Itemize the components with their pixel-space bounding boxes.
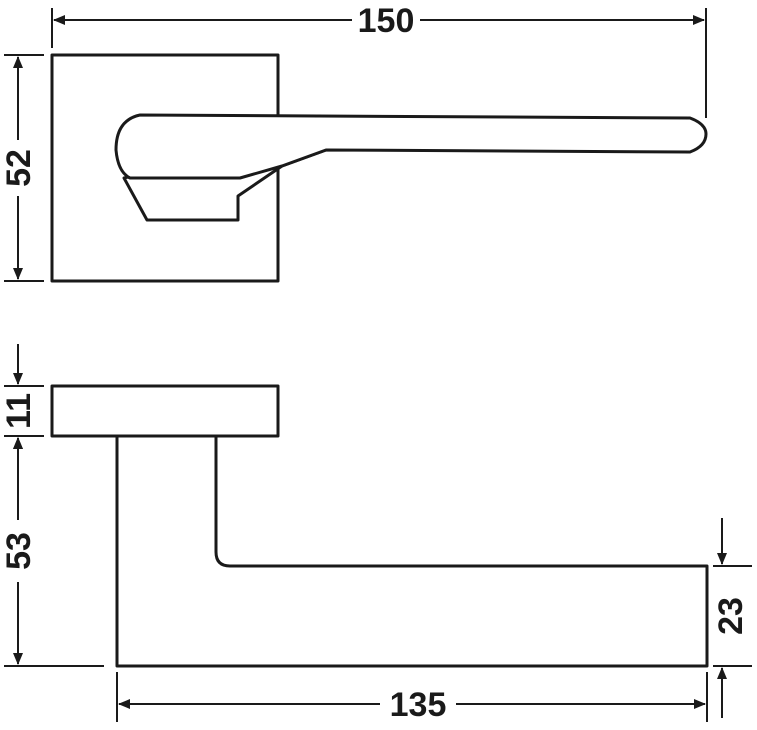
lever-side-profile xyxy=(115,434,709,668)
dim-150-label: 150 xyxy=(358,2,415,40)
dimension-135: 135 xyxy=(118,686,706,724)
dim-135-label: 135 xyxy=(390,686,447,724)
dimension-53: 53 xyxy=(0,437,38,665)
front-view xyxy=(50,53,708,283)
rose-side xyxy=(50,384,280,438)
lever-handle xyxy=(114,113,708,180)
dimension-150: 150 xyxy=(53,2,705,40)
dimension-23: 23 xyxy=(712,518,750,718)
dim-53-label: 53 xyxy=(0,532,38,570)
dimension-52: 52 xyxy=(0,56,38,280)
dim-11-label: 11 xyxy=(0,393,38,429)
top-view xyxy=(50,384,709,668)
dim-23-label: 23 xyxy=(712,597,750,635)
dim-52-label: 52 xyxy=(0,149,38,187)
extension-lines xyxy=(4,8,752,722)
